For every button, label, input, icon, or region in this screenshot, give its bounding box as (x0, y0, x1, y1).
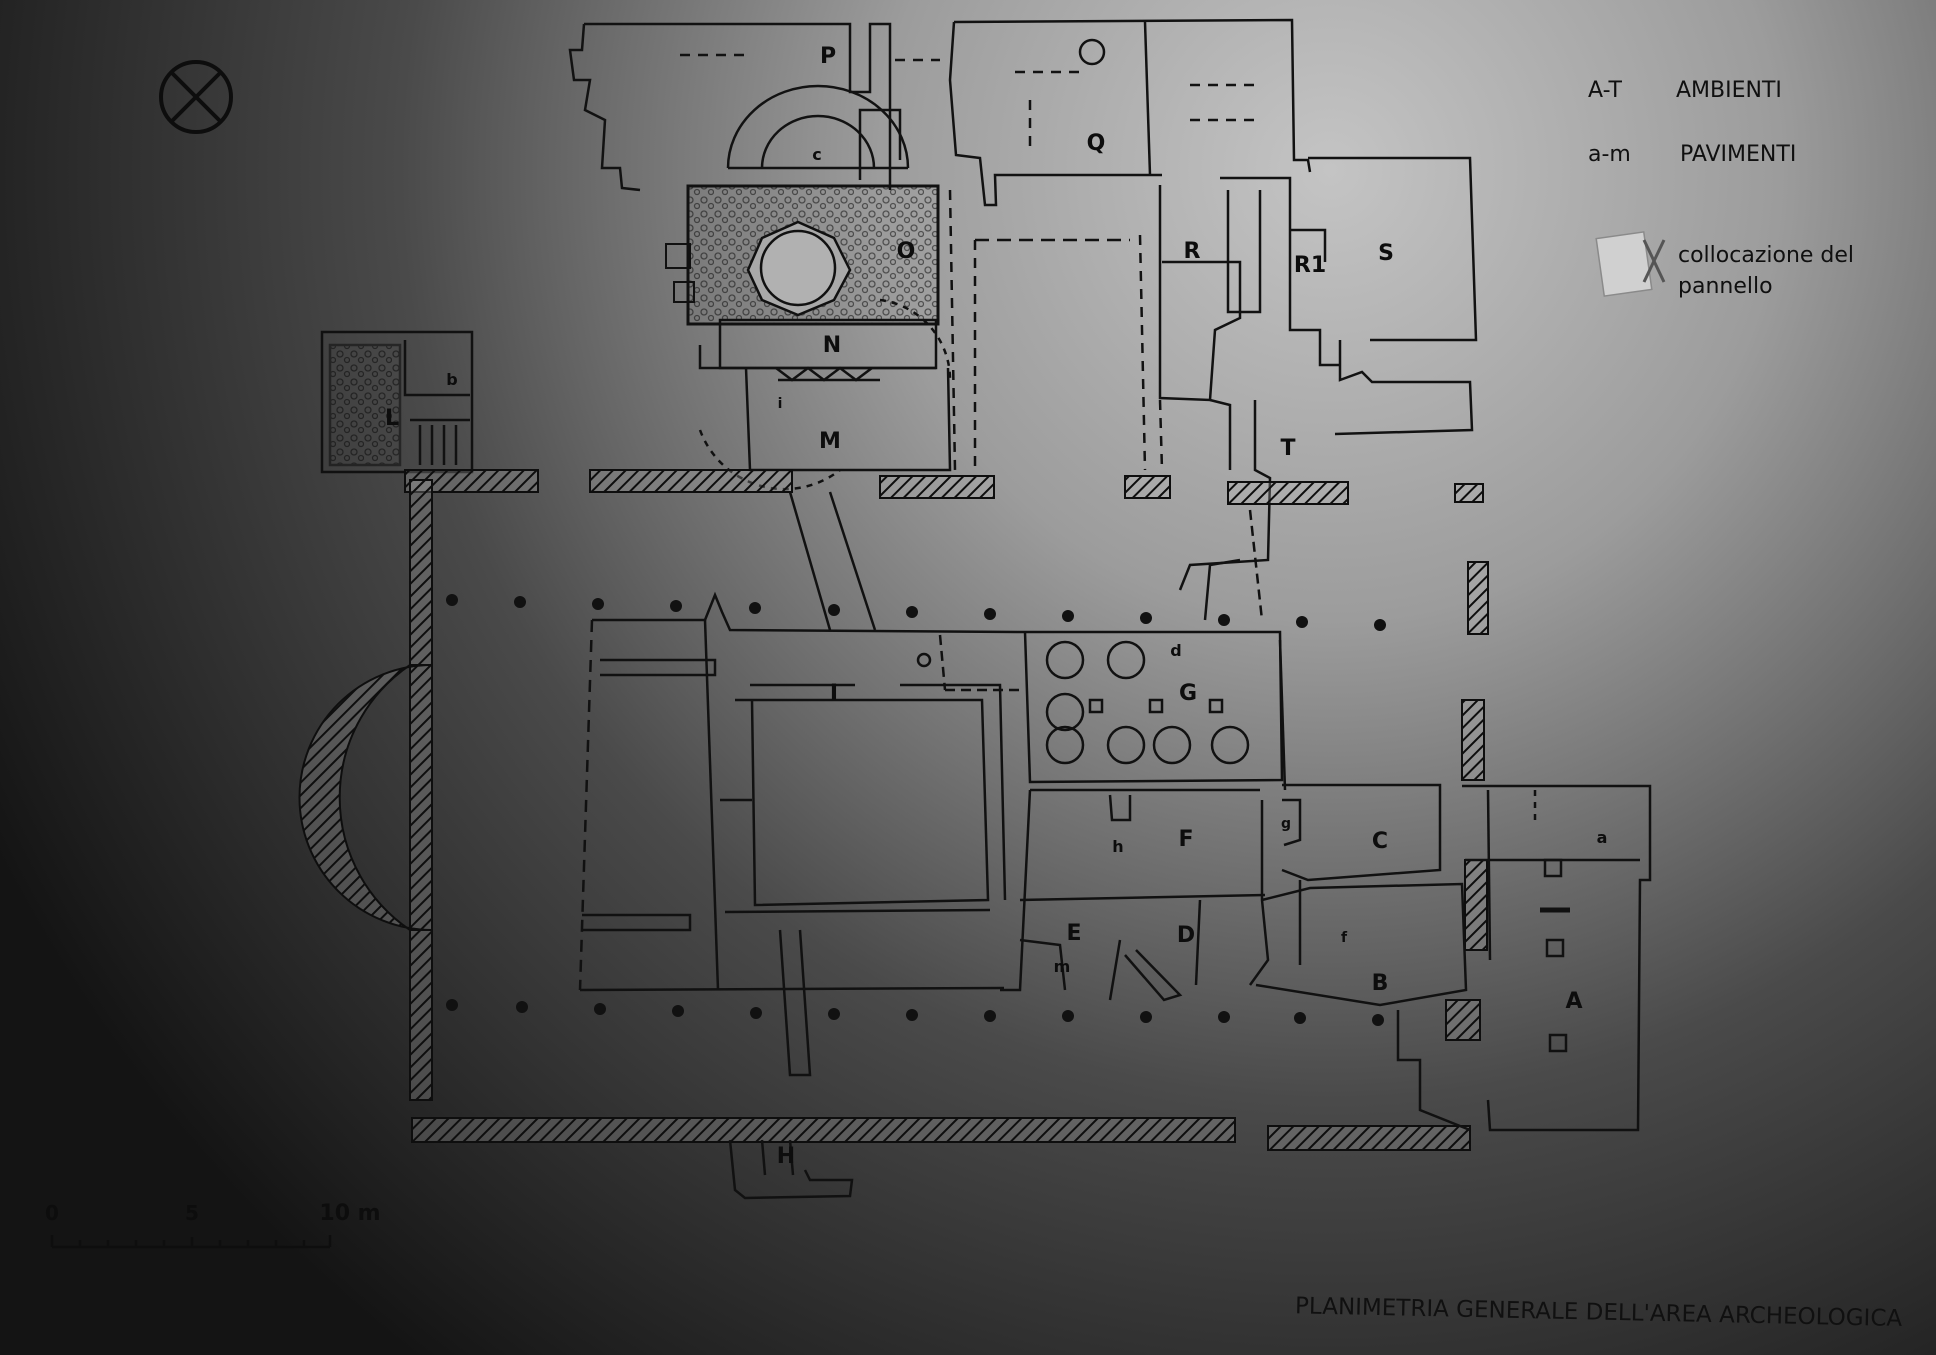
room-labels: P Q O N M L R R1 S T I G F C E D B A H (385, 44, 1583, 1169)
room-l-outline (320, 330, 474, 474)
room-label-p: P (820, 44, 836, 69)
floor-label-d: d (1170, 641, 1181, 660)
floor-labels: c b i d g h a f m (446, 145, 1607, 976)
room-label-f: F (1178, 827, 1193, 852)
room-label-m: M (819, 429, 841, 454)
scale-tick-5: 5 (185, 1201, 199, 1225)
room-label-s: S (1378, 241, 1394, 266)
floor-label-a: a (1597, 828, 1608, 847)
room-label-g: G (1179, 681, 1197, 706)
hatched-walls (298, 469, 1489, 1151)
room-label-e: E (1066, 921, 1081, 946)
floor-label-c: c (812, 145, 821, 164)
room-label-a: A (1565, 989, 1582, 1014)
orientation-symbol-icon (159, 60, 233, 134)
floor-label-m: m (1054, 957, 1071, 976)
floor-label-g: g (1281, 816, 1291, 832)
floor-label-b: b (446, 370, 457, 389)
legend-rooms-label: AMBIENTI (1676, 78, 1782, 103)
room-label-n: N (823, 333, 841, 358)
floor-label-i: i (778, 396, 783, 412)
room-label-q: Q (1087, 131, 1106, 156)
legend: A-T AMBIENTI a-m PAVIMENTI collocazione … (1588, 78, 1854, 299)
room-label-i: I (830, 681, 838, 706)
room-label-r: R (1184, 239, 1201, 264)
south-complex-outline (578, 491, 1652, 1200)
scale-bar: 0 5 10 m (45, 1201, 381, 1249)
room-label-t: T (1280, 436, 1295, 461)
room-label-l: L (385, 406, 399, 431)
floor-label-f: f (1341, 930, 1348, 946)
legend-panel-line1: collocazione del (1678, 243, 1854, 268)
legend-panel-line2: pannello (1678, 274, 1773, 299)
legend-rooms-key: A-T (1588, 78, 1622, 103)
scale-tick-0: 0 (45, 1201, 59, 1225)
legend-floors-label: PAVIMENTI (1680, 142, 1796, 167)
room-o-block (665, 184, 940, 326)
panel-location-icon (1595, 231, 1666, 297)
room-label-h: H (777, 1144, 795, 1169)
scale-tick-10: 10 m (319, 1201, 380, 1226)
north-buildings-outline (568, 18, 1478, 621)
room-label-o: O (897, 239, 916, 264)
legend-floors-key: a-m (1588, 142, 1631, 167)
colonnade-columns (446, 594, 1386, 1026)
floor-label-h: h (1112, 837, 1123, 856)
room-g-columns (1045, 640, 1250, 765)
room-label-b: B (1372, 971, 1389, 996)
room-label-d: D (1177, 923, 1195, 948)
room-label-r1: R1 (1294, 253, 1326, 278)
room-label-c: C (1372, 829, 1388, 854)
